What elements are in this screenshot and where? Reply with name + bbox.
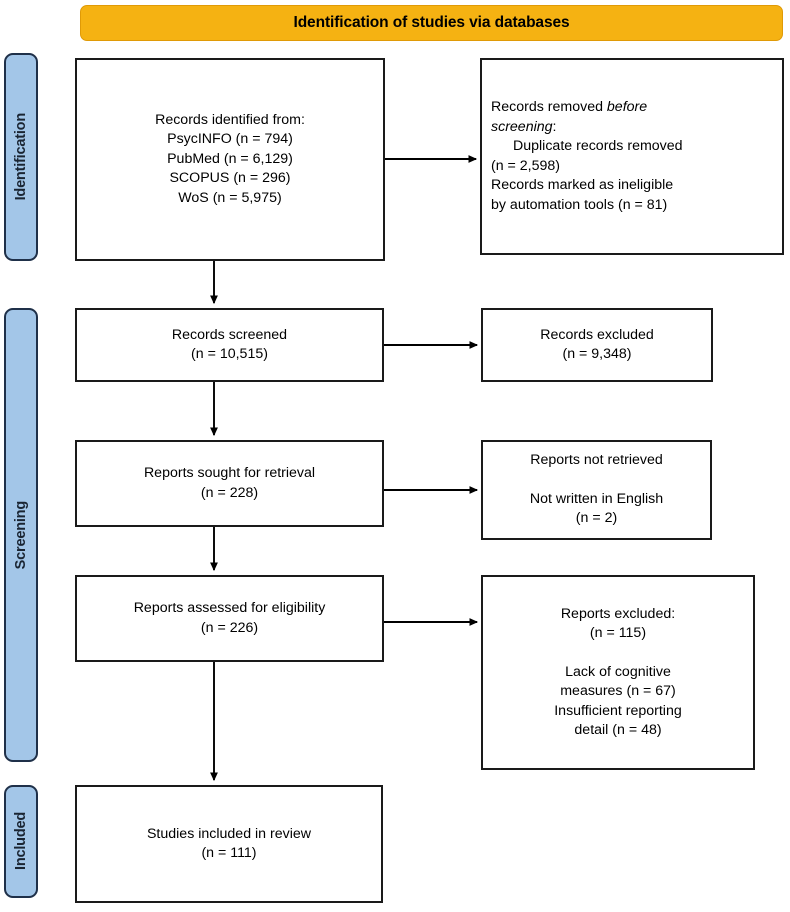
reports-assessed-label: Reports assessed for eligibility <box>133 600 326 616</box>
records-removed-line1: Records removed <box>491 99 607 115</box>
reports-excluded-spacer <box>492 644 744 663</box>
stage-label-screening: Screening <box>4 308 38 762</box>
reports-excluded-reason1-line2: measures (n = 67) <box>560 683 676 699</box>
box-reports-excluded: Reports excluded: (n = 115) Lack of cogn… <box>481 575 755 770</box>
reports-not-retrieved-label: Reports not retrieved <box>530 452 663 469</box>
records-identified-source-pubmed: PubMed (n = 6,129) <box>167 150 293 167</box>
box-records-identified: Records identified from: PsycINFO (n = 7… <box>75 58 385 261</box>
box-reports-assessed-for-eligibility: Reports assessed for eligibility (n = 22… <box>75 575 384 662</box>
box-records-removed-content: Records removed before screening: Duplic… <box>482 98 782 215</box>
reports-not-retrieved-reason: Not written in English <box>529 490 664 507</box>
records-identified-source-scopus: SCOPUS (n = 296) <box>169 170 291 187</box>
box-records-excluded-content: Records excluded (n = 9,348) <box>483 326 711 365</box>
banner-title: Identification of studies via databases <box>293 14 570 31</box>
box-records-identified-content: Records identified from: PsycINFO (n = 7… <box>77 111 383 209</box>
box-studies-included-in-review: Studies included in review (n = 111) <box>75 785 383 903</box>
box-records-screened: Records screened (n = 10,515) <box>75 308 384 382</box>
box-records-excluded: Records excluded (n = 9,348) <box>481 308 713 382</box>
reports-not-retrieved-spacer <box>492 471 701 490</box>
reports-assessed-count: (n = 226) <box>200 619 259 636</box>
reports-not-retrieved-count: (n = 2) <box>575 510 618 527</box>
box-records-removed-before-screening: Records removed before screening: Duplic… <box>480 58 784 255</box>
reports-sought-label: Reports sought for retrieval <box>143 465 316 481</box>
records-removed-screening-italic: screening <box>491 118 553 135</box>
records-removed-duplicate-line1: Duplicate records removed <box>513 138 683 154</box>
records-removed-ineligible-line1: Records marked as ineligible <box>491 177 674 193</box>
box-reports-assessed-content: Reports assessed for eligibility (n = 22… <box>77 599 382 638</box>
reports-sought-count: (n = 228) <box>200 484 259 501</box>
records-identified-source-psycinfo: PsycINFO (n = 794) <box>167 131 293 148</box>
studies-included-label: Studies included in review <box>146 825 312 842</box>
box-reports-excluded-content: Reports excluded: (n = 115) Lack of cogn… <box>483 605 753 741</box>
records-identified-source-wos: WoS (n = 5,975) <box>178 189 282 206</box>
records-excluded-count: (n = 9,348) <box>562 346 632 362</box>
records-removed-duplicate-line2: (n = 2,598) <box>491 157 561 174</box>
records-screened-count: (n = 10,515) <box>191 346 268 362</box>
reports-excluded-count: (n = 115) <box>589 625 647 641</box>
box-records-screened-content: Records screened (n = 10,515) <box>77 326 382 365</box>
stage-label-identification-text: Identification <box>13 113 29 201</box>
studies-included-count: (n = 111) <box>201 845 257 861</box>
records-removed-colon: : <box>552 118 557 135</box>
reports-excluded-reason2-line1: Insufficient reporting <box>554 702 682 719</box>
banner-identification-via-databases: Identification of studies via databases <box>80 5 783 41</box>
stage-label-included-text: Included <box>13 812 29 871</box>
box-reports-sought-content: Reports sought for retrieval (n = 228) <box>77 464 382 503</box>
reports-excluded-reason1-line1: Lack of cognitive <box>565 663 671 680</box>
stage-label-screening-text: Screening <box>13 500 29 570</box>
box-studies-included-content: Studies included in review (n = 111) <box>77 825 381 864</box>
stage-label-identification: Identification <box>4 53 38 261</box>
records-removed-ineligible-line2: by automation tools (n = 81) <box>491 196 668 213</box>
reports-excluded-reason2-line2: detail (n = 48) <box>574 722 662 738</box>
box-reports-not-retrieved-content: Reports not retrieved Not written in Eng… <box>483 451 710 529</box>
box-reports-not-retrieved: Reports not retrieved Not written in Eng… <box>481 440 712 540</box>
records-excluded-label: Records excluded <box>540 326 654 343</box>
records-removed-before-italic: before <box>606 99 648 115</box>
stage-label-included: Included <box>4 785 38 898</box>
records-identified-heading: Records identified from: <box>155 111 305 128</box>
box-reports-sought-for-retrieval: Reports sought for retrieval (n = 228) <box>75 440 384 527</box>
records-screened-label: Records screened <box>171 326 288 343</box>
reports-excluded-label: Reports excluded: <box>560 605 676 622</box>
